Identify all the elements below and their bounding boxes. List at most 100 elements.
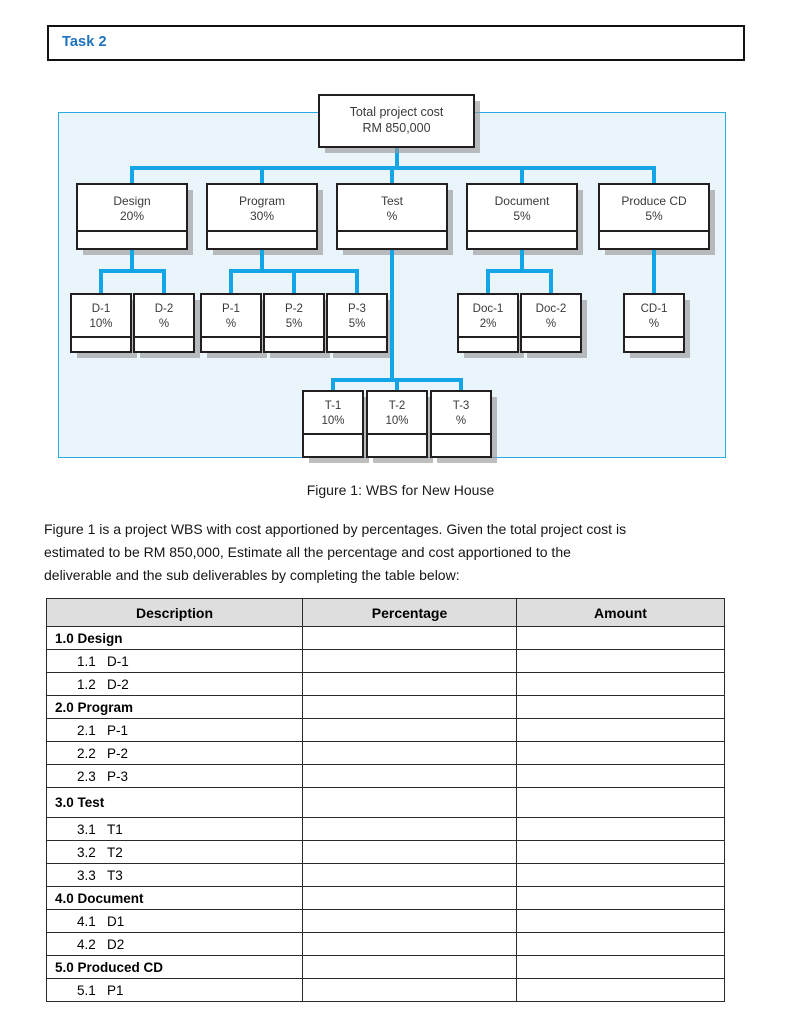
table-row: 1.0 Design	[46, 626, 725, 650]
wbs-node-design-divider	[78, 230, 186, 232]
wbs-node-test-divider	[338, 230, 446, 232]
connector-test-stem	[390, 250, 394, 382]
wbs-node-d-2: D-2%	[133, 293, 195, 353]
wbs-node-d-2-label: D-2%	[154, 303, 174, 330]
connector-document-bus	[486, 269, 553, 273]
cell-percentage[interactable]	[302, 886, 517, 910]
cell-percentage[interactable]	[302, 840, 517, 864]
connector-root-stem	[394, 148, 399, 170]
wbs-node-p-2-divider	[265, 336, 323, 338]
connector-document-drop-1	[549, 269, 553, 293]
cell-percentage[interactable]	[302, 764, 517, 788]
instruction-paragraph: Figure 1 is a project WBS with cost appo…	[44, 518, 756, 587]
cell-percentage[interactable]	[302, 741, 517, 765]
cell-percentage[interactable]	[302, 909, 517, 933]
row-number: 3.1	[77, 821, 96, 837]
wbs-node-t-2-divider	[368, 433, 426, 435]
connector-drop-level2-1	[260, 166, 264, 183]
cell-description: 4.0 Document	[46, 886, 303, 910]
cell-percentage[interactable]	[302, 978, 517, 1002]
wbs-node-test-blank-area	[338, 231, 446, 248]
column-header-description: Description	[46, 598, 303, 627]
connector-document-drop-0	[486, 269, 490, 293]
connector-test-drop-0	[331, 378, 335, 390]
cell-amount[interactable]	[516, 886, 725, 910]
cell-amount[interactable]	[516, 787, 725, 818]
cell-percentage[interactable]	[302, 932, 517, 956]
cell-amount[interactable]	[516, 909, 725, 933]
cell-percentage[interactable]	[302, 672, 517, 696]
cell-percentage[interactable]	[302, 955, 517, 979]
connector-program-drop-0	[229, 269, 233, 293]
wbs-node-program-blank-area	[208, 231, 316, 248]
cell-percentage[interactable]	[302, 787, 517, 818]
cell-amount[interactable]	[516, 741, 725, 765]
connector-design-drop-1	[162, 269, 166, 293]
cell-percentage[interactable]	[302, 817, 517, 841]
connector-drop-level2-2	[390, 166, 394, 183]
row-number: 2.2	[77, 745, 96, 761]
wbs-node-cd-1-divider	[625, 336, 683, 338]
cell-description: 1.0 Design	[46, 626, 303, 650]
cell-percentage[interactable]	[302, 626, 517, 650]
cell-percentage[interactable]	[302, 718, 517, 742]
connector-producecd-stem	[652, 250, 656, 273]
wbs-node-p-3-blank-area	[328, 337, 386, 351]
cell-amount[interactable]	[516, 978, 725, 1002]
cell-amount[interactable]	[516, 955, 725, 979]
row-number: 1.1	[77, 653, 96, 669]
wbs-node-doc-1-divider	[459, 336, 517, 338]
wbs-node-program-divider	[208, 230, 316, 232]
wbs-node-d-2-divider	[135, 336, 193, 338]
cell-amount[interactable]	[516, 718, 725, 742]
cell-amount[interactable]	[516, 863, 725, 887]
cell-amount[interactable]	[516, 672, 725, 696]
task-title: Task 2	[62, 34, 107, 50]
row-number: 1.2	[77, 676, 96, 692]
cell-amount[interactable]	[516, 840, 725, 864]
cell-amount[interactable]	[516, 626, 725, 650]
cell-percentage[interactable]	[302, 695, 517, 719]
cell-amount[interactable]	[516, 817, 725, 841]
row-number: 3.2	[77, 844, 96, 860]
connector-drop-level2-3	[520, 166, 524, 183]
row-number: 3.3	[77, 867, 96, 883]
cell-amount[interactable]	[516, 932, 725, 956]
cell-amount[interactable]	[516, 649, 725, 673]
cell-amount[interactable]	[516, 695, 725, 719]
wbs-node-doc-2-divider	[522, 336, 580, 338]
wbs-node-p-3-divider	[328, 336, 386, 338]
cell-percentage[interactable]	[302, 863, 517, 887]
table-header-row: Description Percentage Amount	[46, 598, 725, 627]
cell-amount[interactable]	[516, 764, 725, 788]
cell-percentage[interactable]	[302, 649, 517, 673]
wbs-node-t-1-divider	[304, 433, 362, 435]
wbs-node-cd-1: CD-1%	[623, 293, 685, 353]
column-header-amount: Amount	[516, 598, 725, 627]
wbs-node-doc-2-label: Doc-2%	[535, 303, 567, 330]
table-row: 5.0 Produced CD	[46, 955, 725, 979]
wbs-node-d-1-divider	[72, 336, 130, 338]
wbs-node-cd-1-blank-area	[625, 337, 683, 351]
wbs-node-t-3-divider	[432, 433, 490, 435]
wbs-node-cd-1-label: CD-1%	[640, 303, 668, 330]
